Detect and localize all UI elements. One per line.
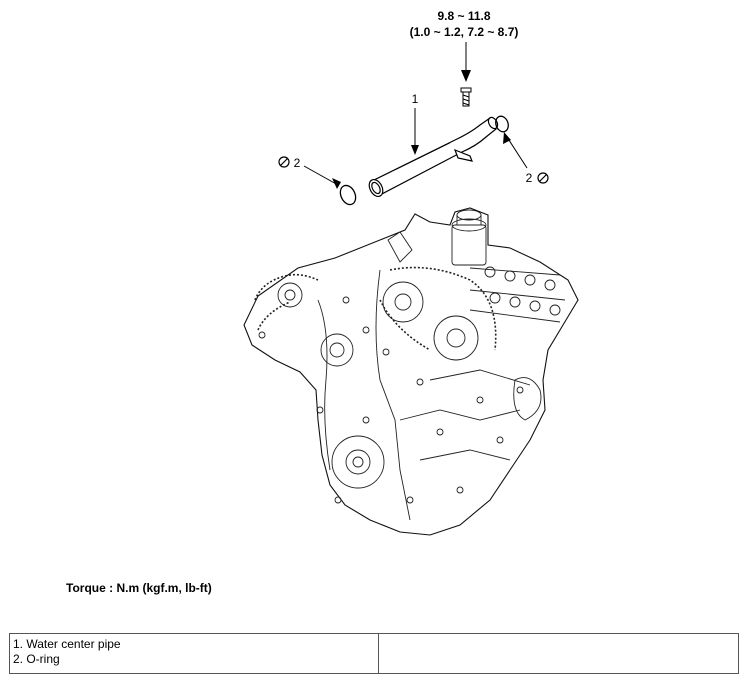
callout-2-right-arrow (503, 132, 528, 169)
legend-cell-parts: 1. Water center pipe 2. O-ring (9, 633, 379, 674)
legend-item-water-center-pipe: 1. Water center pipe (13, 637, 121, 651)
torque-arrow (461, 42, 471, 82)
torque-spec-units: (1.0 ~ 1.2, 7.2 ~ 8.7) (410, 25, 519, 39)
legend-cell-empty (378, 633, 739, 674)
legend-item-o-ring: 2. O-ring (13, 652, 60, 666)
callout-1-arrow (411, 108, 419, 155)
parts-legend-table: 1. Water center pipe 2. O-ring (9, 633, 739, 674)
callout-2-right-label: 2 (526, 171, 533, 185)
bolt (460, 87, 472, 107)
o-ring-right (495, 115, 509, 133)
prohibition-icon (278, 156, 290, 168)
torque-spec-value: 9.8 ~ 11.8 (437, 9, 490, 23)
callout-2-left-label: 2 (294, 156, 301, 170)
o-ring-left (339, 184, 357, 206)
prohibition-icon (537, 172, 549, 184)
callout-1-label: 1 (412, 92, 419, 106)
table-row: 1. Water center pipe 2. O-ring (9, 633, 739, 674)
water-center-pipe (368, 116, 499, 198)
engine-block-illustration (243, 207, 579, 536)
callout-2-left-arrow (303, 165, 341, 189)
torque-note: Torque : N.m (kgf.m, lb-ft) (66, 581, 212, 595)
